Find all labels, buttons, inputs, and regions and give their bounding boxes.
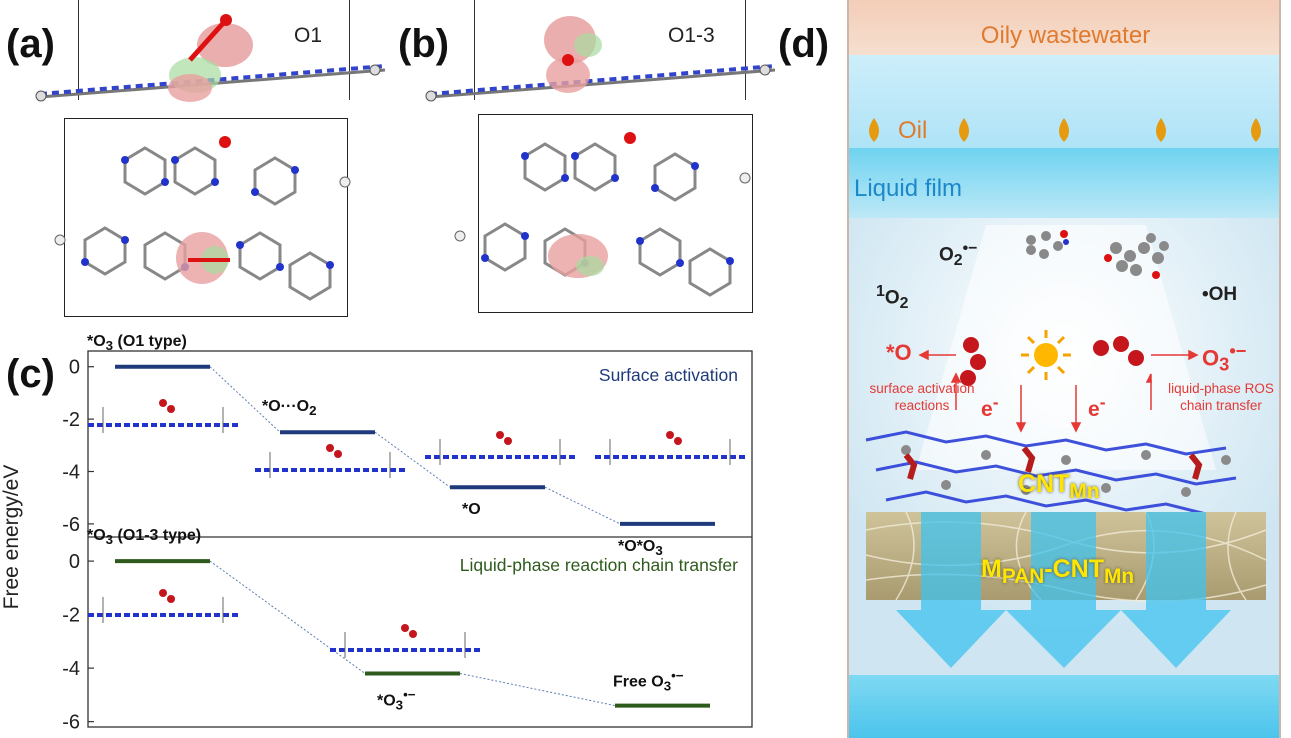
energy-state-label: *O3 (O1-3 type) bbox=[87, 527, 201, 547]
energy-connector bbox=[209, 560, 366, 674]
energy-connector bbox=[374, 431, 451, 488]
panel-d-label: (d) bbox=[778, 22, 830, 66]
liquid-phase-note: liquid-phase ROS chain transfer bbox=[1168, 381, 1274, 413]
y-tick-label: -2 bbox=[62, 409, 80, 431]
oily-wastewater-label: Oily wastewater bbox=[980, 22, 1151, 49]
adsorbate-atom bbox=[496, 431, 504, 439]
panel-a-top-frame bbox=[78, 0, 350, 100]
o-star-label: *O bbox=[886, 340, 912, 365]
energy-connector bbox=[544, 486, 621, 525]
energy-state-label: Free O3•− bbox=[613, 668, 684, 694]
y-tick-label: -6 bbox=[62, 514, 80, 536]
energy-state-label: *O3•− bbox=[377, 687, 416, 713]
panel-a-topview-frame bbox=[64, 118, 348, 317]
adsorbate-atom bbox=[334, 450, 342, 458]
y-tick-label: -4 bbox=[62, 462, 80, 484]
electron-label-right: e- bbox=[1088, 392, 1106, 421]
energy-state-label: *O bbox=[462, 501, 481, 518]
free-energy-chart: 0 -2 -4 -6 Surface activation *O3 (O1 type) *O… bbox=[62, 333, 753, 734]
panel-c-label: (c) bbox=[6, 352, 55, 396]
adsorbate-atom bbox=[159, 399, 167, 407]
panel-b-tag: O1-3 bbox=[668, 24, 715, 47]
adsorbate-atom bbox=[167, 405, 175, 413]
adsorbate-atom bbox=[326, 444, 334, 452]
oil-label: Oil bbox=[898, 117, 928, 144]
hydroxyl-label: •OH bbox=[1202, 284, 1238, 305]
adsorbate-atom bbox=[674, 437, 682, 445]
diagram-d-container: Oily wastewater Oil Liquid film O2•− 1O2… bbox=[846, 0, 1285, 738]
energy-state-label: *O3 (O1 type) bbox=[87, 333, 187, 353]
cnt-mn-label: CNTMn bbox=[1018, 470, 1100, 503]
panel-b-side-structure bbox=[425, 16, 776, 102]
y-tick-label: -2 bbox=[62, 605, 80, 627]
adsorbate-atom bbox=[401, 624, 409, 632]
panel-b-top-frame bbox=[474, 0, 746, 100]
y-tick-label: 0 bbox=[69, 357, 80, 379]
y-tick-label: 0 bbox=[69, 551, 80, 573]
liquid-film-label: Liquid film bbox=[854, 175, 963, 202]
diagram-d-background bbox=[847, 0, 1281, 738]
y-tick-label: -6 bbox=[62, 712, 80, 734]
energy-state-label: *O*O3 bbox=[618, 538, 663, 558]
ozonide-label: O3•− bbox=[1202, 340, 1247, 375]
panel-a-label: (a) bbox=[6, 22, 55, 66]
adsorbate-atom bbox=[167, 595, 175, 603]
electron-label-left: e- bbox=[981, 392, 999, 421]
panel-b-topview-frame bbox=[478, 114, 753, 313]
panel-a-topview-structure bbox=[54, 136, 351, 301]
panel-title: Liquid-phase reaction chain transfer bbox=[460, 555, 738, 575]
superoxide-label: O2•− bbox=[939, 240, 978, 270]
panel-b-label: (b) bbox=[398, 22, 450, 66]
adsorbate-atom bbox=[159, 589, 167, 597]
panel-a-tag: O1 bbox=[294, 24, 323, 47]
adsorbate-atom bbox=[504, 437, 512, 445]
panel-b-topview-structure bbox=[454, 132, 751, 297]
y-tick-label: -4 bbox=[62, 658, 80, 680]
chart-frame bbox=[87, 350, 753, 728]
panel-title: Surface activation bbox=[599, 365, 738, 385]
singlet-oxygen-label: 1O2 bbox=[876, 283, 909, 313]
adsorbate-atom bbox=[666, 431, 674, 439]
adsorbate-atom bbox=[409, 630, 417, 638]
energy-state-label: *O···O2 bbox=[262, 398, 317, 418]
mpan-cnt-label: MPAN-CNTMn bbox=[981, 555, 1135, 588]
surface-activation-note: surface activation reactions bbox=[869, 381, 975, 413]
panel-a-side-structure bbox=[35, 14, 386, 102]
